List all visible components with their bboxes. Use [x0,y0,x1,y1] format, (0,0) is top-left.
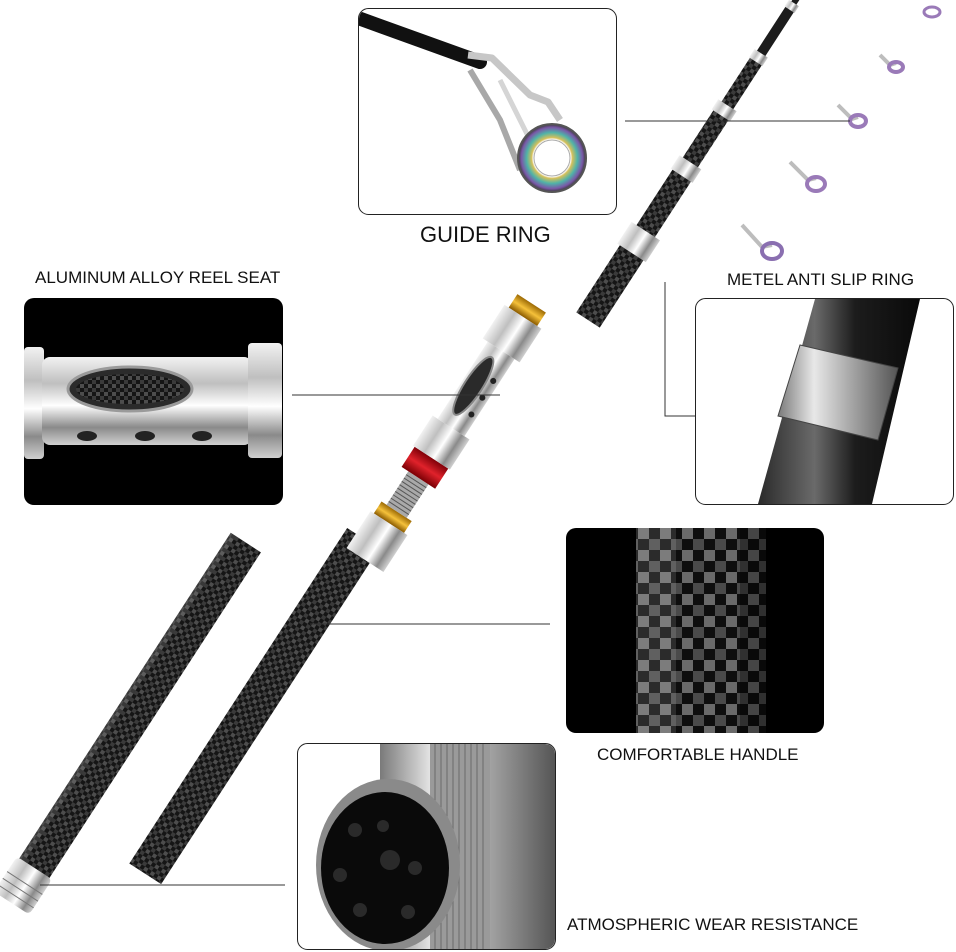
rod-guides [740,5,942,261]
upper-hood [482,304,542,363]
anti-slip-ring-closeup [777,344,899,441]
handle-caption: COMFORTABLE HANDLE [597,745,799,764]
fishing-rod [0,0,942,913]
rod-mid-blank [576,236,649,328]
butt-cap [0,858,51,913]
reel-seat-caption: ALUMINUM ALLOY REEL SEAT [35,268,281,287]
rod-butt-section [129,527,380,885]
anti-slip-panel [695,298,954,505]
lower-hood [346,511,408,572]
reel-seat-nut [412,415,470,470]
guide-2 [788,160,827,193]
guide-ring-caption: GUIDE RING [420,222,551,247]
red-lock-ring [401,446,449,489]
guide-3 [836,103,868,129]
callout-lines [40,120,850,886]
guide-tip [922,5,942,19]
guide-1 [740,223,784,261]
wear-resistance-caption: ATMOSPHERIC WEAR RESISTANCE [567,915,859,934]
gold-ring-lower [373,501,412,533]
gold-ring-upper [508,294,546,327]
guide-ring-panel [358,8,617,215]
anti-slip-ring [617,221,660,263]
guide-4 [878,53,905,74]
anti-slip-ring-caption: METEL ANTI SLIP RING [727,270,915,289]
anti-slip-leader [664,282,695,417]
butt-cap-panel [297,743,556,950]
reel-seat-panel [24,298,283,505]
rod-lower-blank [12,532,261,888]
handle-panel [566,528,824,733]
